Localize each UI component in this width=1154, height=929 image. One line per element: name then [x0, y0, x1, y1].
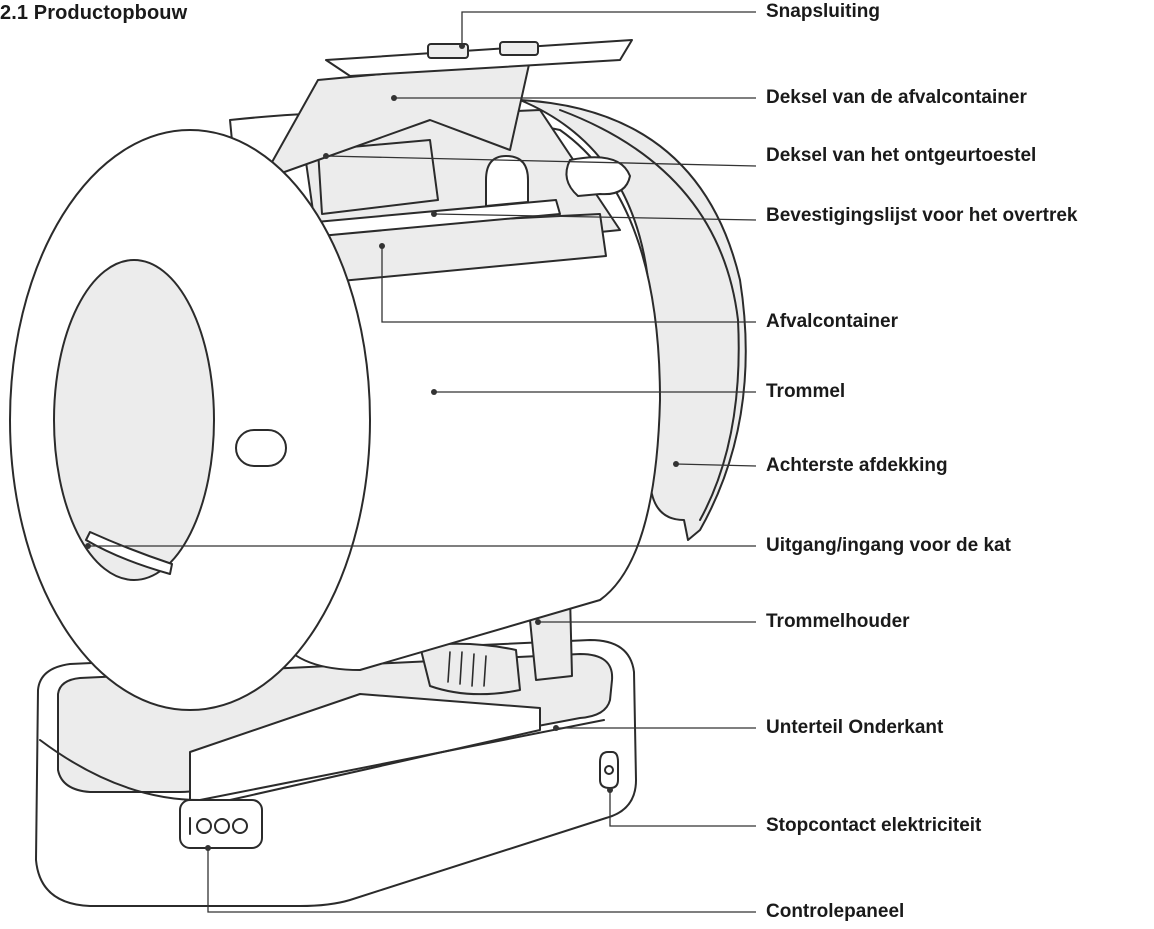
hinge-handle: [485, 155, 529, 207]
leader-dot-bevestigingslijst: [431, 211, 437, 217]
callout-label-trommelhouder: Trommelhouder: [766, 611, 910, 632]
callout-label-stopcontact: Stopcontact elektriciteit: [766, 815, 982, 836]
leader-dot-stopcontact: [607, 787, 613, 793]
leader-line-controlepaneel: [207, 848, 756, 913]
gear-teeth: [447, 651, 487, 687]
leader-dot-uitgang-ingang: [85, 543, 91, 549]
callout-label-controlepaneel: Controlepaneel: [766, 901, 905, 922]
leader-line-achterste-afdekking: [675, 463, 757, 467]
snap-button-1: [427, 43, 469, 59]
front-handle-slot: [235, 429, 287, 467]
leader-line-deksel-ontgeurtoestel: [325, 155, 757, 167]
control-panel-shape: [179, 799, 263, 849]
callout-label-onderkant: Unterteil Onderkant: [766, 717, 944, 738]
leader-dot-snapsluiting: [459, 43, 465, 49]
leader-line-bevestigingslijst: [433, 213, 757, 221]
leader-line-afvalcontainer: [381, 246, 756, 323]
control-button-2: [214, 818, 230, 834]
leader-line-snapsluiting: [461, 11, 756, 46]
callout-label-deksel-ontgeurtoestel: Deksel van het ontgeurtoestel: [766, 145, 1037, 166]
leader-dot-trommelhouder: [535, 619, 541, 625]
leader-dot-onderkant: [553, 725, 559, 731]
leader-dot-trommel: [431, 389, 437, 395]
leader-line-stopcontact: [609, 790, 756, 827]
leader-dot-deksel-ontgeurtoestel: [323, 153, 329, 159]
control-button-3: [232, 818, 248, 834]
callout-label-snapsluiting: Snapsluiting: [766, 1, 880, 22]
leader-dot-controlepaneel: [205, 845, 211, 851]
rear-cover-inner: [559, 109, 740, 521]
callout-label-trommel: Trommel: [766, 381, 846, 402]
leader-lines: [88, 11, 757, 913]
side-handle-slot: [565, 156, 631, 197]
rear-cover-shape: [519, 99, 747, 541]
callout-label-achterste-afdekking: Achterste afdekking: [766, 455, 948, 476]
snap-button-2: [499, 41, 539, 56]
leader-dot-afvalcontainer: [379, 243, 385, 249]
callout-label-afvalcontainer: Afvalcontainer: [766, 311, 898, 332]
callout-label-bevestigingslijst: Bevestigingslijst voor het overtrek: [766, 205, 1078, 226]
leader-dot-achterste-afdekking: [673, 461, 679, 467]
power-socket-hole: [604, 765, 614, 775]
section-title: 2.1 Productopbouw: [0, 2, 188, 24]
leader-dots: [85, 43, 679, 851]
front-ring-inner: [53, 259, 215, 581]
drum-gear-area: [419, 642, 521, 696]
waste-lid-shape: [261, 59, 531, 181]
callout-label-deksel-afvalcontainer: Deksel van de afvalcontainer: [766, 87, 1027, 108]
leader-dot-deksel-afvalcontainer: [391, 95, 397, 101]
power-socket-shape: [599, 751, 619, 789]
entrance-shelf: [85, 531, 173, 575]
control-button-1: [196, 818, 212, 834]
callout-label-uitgang-ingang: Uitgang/ingang voor de kat: [766, 535, 1011, 556]
